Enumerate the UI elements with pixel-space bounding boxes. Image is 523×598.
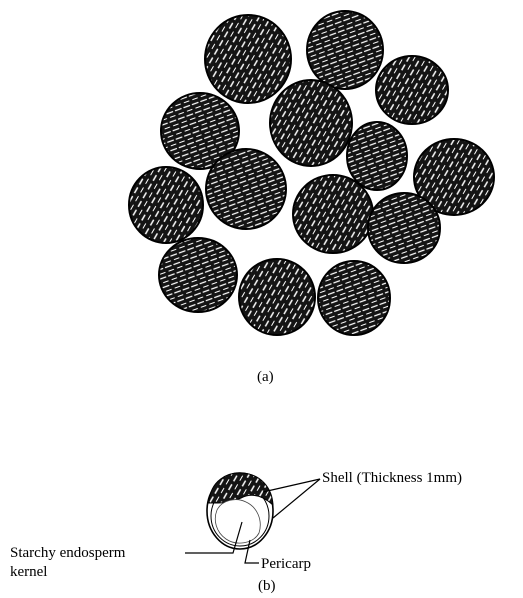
panel-a-seed-cluster <box>129 11 494 335</box>
panel-a-caption: (a) <box>257 369 274 386</box>
endosperm-label-line2: kernel <box>10 564 47 581</box>
seed-14 <box>318 261 390 335</box>
shell-label: Shell (Thickness 1mm) <box>322 470 462 487</box>
seed-2 <box>307 11 383 89</box>
seed-1 <box>205 15 291 103</box>
seed-8 <box>129 167 203 243</box>
seed-13 <box>239 259 315 335</box>
endosperm-label-line1: Starchy endosperm <box>10 545 125 562</box>
seed-11 <box>368 193 440 263</box>
panel-b-caption: (b) <box>258 578 276 595</box>
seed-5 <box>270 80 352 166</box>
seed-3 <box>376 56 448 124</box>
seed-10 <box>293 175 373 253</box>
pericarp-label: Pericarp <box>261 556 311 573</box>
seed-12 <box>159 238 237 312</box>
seed-9 <box>206 149 286 229</box>
panel-b-seed-section <box>207 473 273 549</box>
seed-6 <box>347 122 407 190</box>
